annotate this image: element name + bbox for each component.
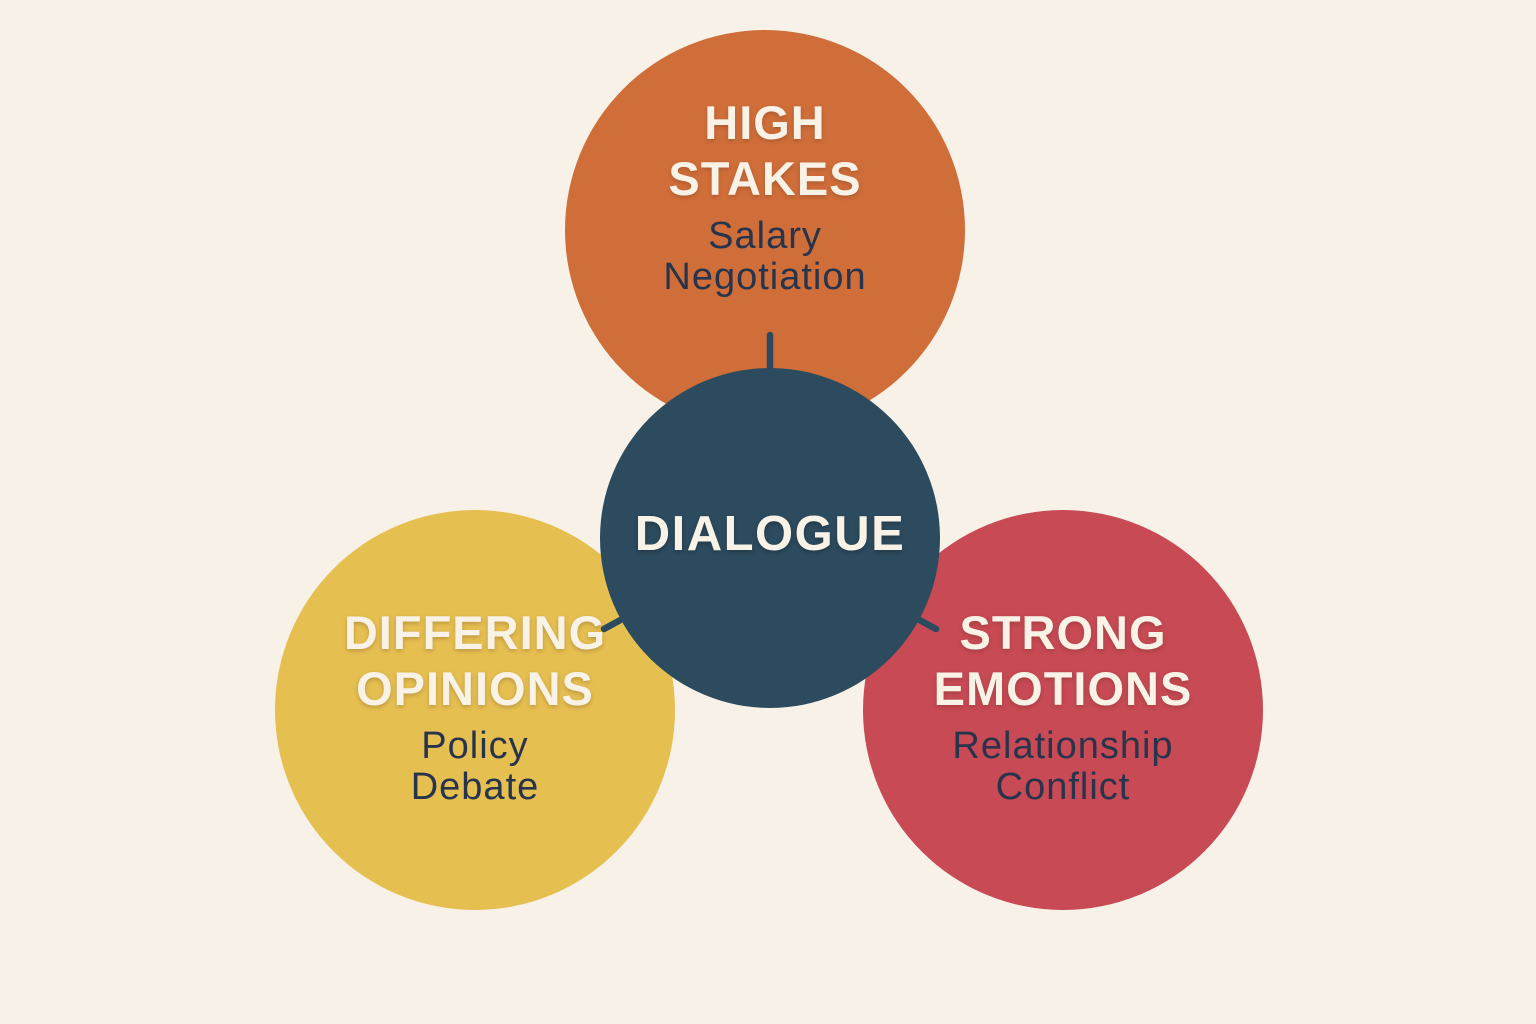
node-strong-emotions-title: STRONG EMOTIONS: [933, 605, 1193, 715]
node-strong-emotions-content: STRONG EMOTIONS Relationship Conflict: [934, 605, 1193, 808]
node-differing-opinions-title: DIFFERING OPINIONS: [343, 605, 607, 715]
node-dialogue-title: DIALOGUE: [634, 507, 906, 561]
node-strong-emotions-example: Relationship Conflict: [952, 724, 1174, 808]
node-high-stakes-content: HIGH STAKES Salary Negotiation: [663, 95, 866, 298]
node-high-stakes-title: HIGH STAKES: [668, 95, 862, 205]
node-differing-opinions: DIFFERING OPINIONS Policy Debate: [275, 510, 675, 910]
node-high-stakes-example: Salary Negotiation: [663, 214, 867, 298]
node-dialogue: DIALOGUE: [600, 368, 940, 708]
node-differing-opinions-content: DIFFERING OPINIONS Policy Debate: [344, 605, 606, 808]
node-differing-opinions-example: Policy Debate: [410, 724, 540, 808]
node-high-stakes: HIGH STAKES Salary Negotiation: [565, 30, 965, 430]
